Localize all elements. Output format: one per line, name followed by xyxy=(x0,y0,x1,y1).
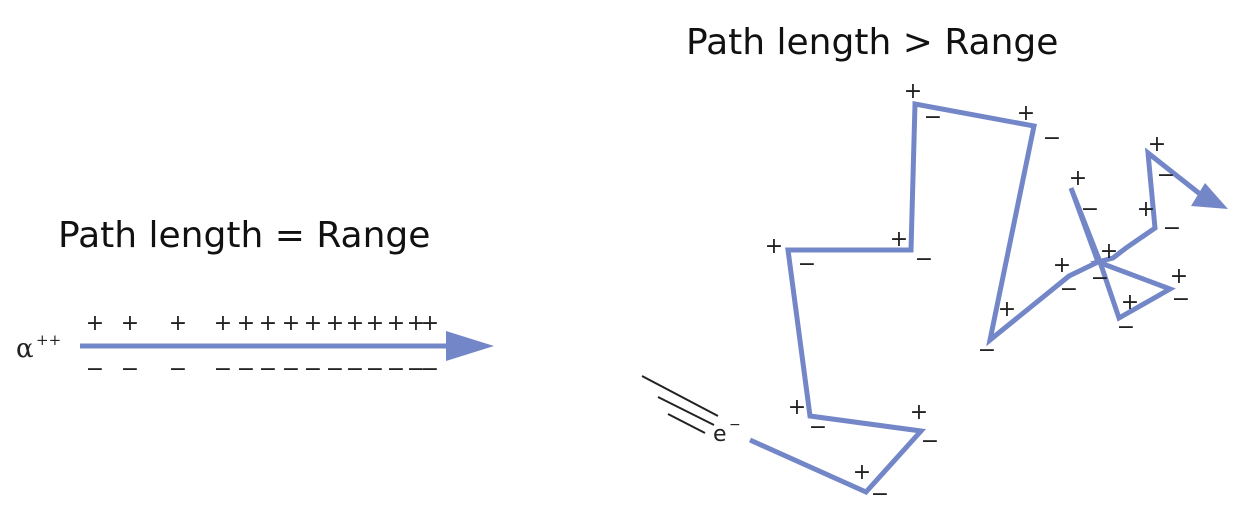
electron-positive-ion: + xyxy=(1069,166,1087,191)
alpha-positive-ion: + xyxy=(86,311,104,336)
electron-negative-ion: − xyxy=(1081,197,1099,222)
alpha-positive-ion: + xyxy=(346,311,364,336)
electron-motion-streak xyxy=(657,396,715,426)
electron-negative-ion: − xyxy=(1172,287,1190,312)
electron-charge-superscript: − xyxy=(729,417,741,433)
alpha-negative-ion: − xyxy=(121,357,139,382)
alpha-negative-ion: − xyxy=(366,357,384,382)
alpha-positive-ion: + xyxy=(214,311,232,336)
electron-negative-ion: − xyxy=(1157,163,1175,188)
alpha-ionization-minus-group: −−−−−−−−−−−−−− xyxy=(86,357,439,382)
alpha-positive-ion: + xyxy=(237,311,255,336)
alpha-negative-ion: − xyxy=(259,357,277,382)
alpha-arrowhead xyxy=(446,331,494,361)
alpha-negative-ion: − xyxy=(326,357,344,382)
electron-negative-ion: − xyxy=(1163,216,1181,241)
alpha-positive-ion: + xyxy=(407,311,425,336)
electron-motion-streak xyxy=(641,375,719,417)
alpha-negative-ion: − xyxy=(169,357,187,382)
alpha-negative-ion: − xyxy=(86,357,104,382)
electron-positive-ion: + xyxy=(1121,290,1139,315)
electron-positive-ion: + xyxy=(1148,132,1166,157)
alpha-negative-ion: − xyxy=(304,357,322,382)
electron-label: e xyxy=(713,422,727,447)
electron-negative-ion: − xyxy=(1091,266,1109,291)
alpha-positive-ion: + xyxy=(366,311,384,336)
electron-negative-ion: − xyxy=(1060,277,1078,302)
electron-positive-ion: + xyxy=(765,234,783,259)
alpha-negative-ion: − xyxy=(214,357,232,382)
electron-positive-ion: + xyxy=(904,79,922,104)
alpha-positive-ion: + xyxy=(387,311,405,336)
electron-positive-ion: + xyxy=(1137,197,1155,222)
alpha-negative-ion: − xyxy=(421,357,439,382)
electron-motion-streak xyxy=(667,413,706,434)
alpha-negative-ion: − xyxy=(282,357,300,382)
alpha-particle-label: α xyxy=(16,334,34,364)
electron-positive-ion: + xyxy=(890,227,908,252)
right-title: Path length > Range xyxy=(686,22,1058,63)
electron-negative-ion: − xyxy=(978,338,996,363)
alpha-negative-ion: − xyxy=(407,357,425,382)
alpha-positive-ion: + xyxy=(304,311,322,336)
alpha-positive-ion: + xyxy=(421,311,439,336)
electron-arrowhead xyxy=(1191,183,1228,209)
electron-negative-ion: − xyxy=(871,482,889,507)
electron-positive-ion: + xyxy=(1017,101,1035,126)
left-title: Path length = Range xyxy=(58,215,430,256)
alpha-charge-superscript: ++ xyxy=(36,331,61,349)
electron-positive-ion: + xyxy=(998,297,1016,322)
electron-negative-ion: − xyxy=(921,429,939,454)
alpha-negative-ion: − xyxy=(346,357,364,382)
electron-negative-ion: − xyxy=(798,252,816,277)
electron-positive-ion: + xyxy=(1100,239,1118,264)
alpha-negative-ion: − xyxy=(237,357,255,382)
electron-positive-ion: + xyxy=(1170,264,1188,289)
electron-positive-ion: + xyxy=(910,400,928,425)
electron-negative-ion: − xyxy=(924,105,942,130)
electron-negative-ion: − xyxy=(809,415,827,440)
electron-track xyxy=(748,101,1202,496)
electron-positive-ion: + xyxy=(853,460,871,485)
alpha-ionization-plus-group: ++++++++++++++ xyxy=(86,311,439,336)
electron-negative-ion: − xyxy=(1043,126,1061,151)
electron-positive-ion: + xyxy=(1053,253,1071,278)
alpha-negative-ion: − xyxy=(387,357,405,382)
alpha-positive-ion: + xyxy=(169,311,187,336)
electron-positive-ion: + xyxy=(788,395,806,420)
electron-ionization-group: +−+−+−+−+−+−+−+−+−+−+−+−+−+−+− xyxy=(765,79,1190,507)
electron-negative-ion: − xyxy=(1117,315,1135,340)
alpha-positive-ion: + xyxy=(282,311,300,336)
electron-negative-ion: − xyxy=(915,247,933,272)
alpha-positive-ion: + xyxy=(259,311,277,336)
alpha-positive-ion: + xyxy=(326,311,344,336)
alpha-positive-ion: + xyxy=(121,311,139,336)
